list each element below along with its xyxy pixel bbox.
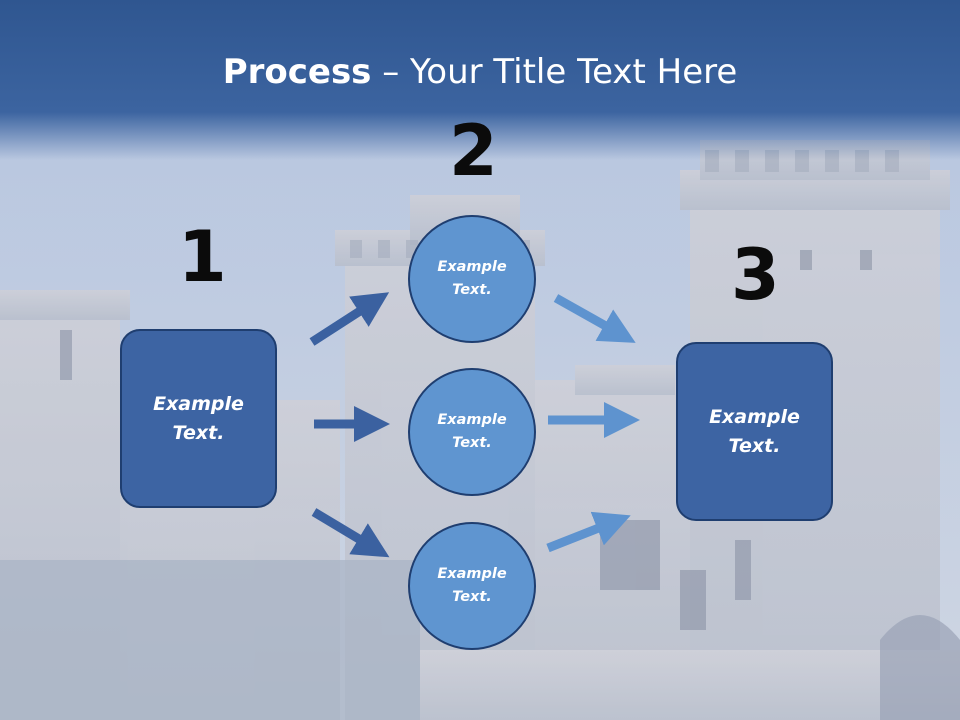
circle-step-bottom: Example Text.: [408, 522, 536, 650]
arrow-left-to-top: [309, 292, 390, 346]
circle-top-line-1: Example: [437, 259, 507, 275]
circle-bottom-line-2: Text.: [452, 589, 492, 605]
right-box-line-2: Text.: [728, 434, 781, 457]
arrow-bottom-to-right: [546, 511, 631, 553]
circle-step-top: Example Text.: [408, 215, 536, 343]
arrow-top-to-right: [553, 294, 636, 343]
slide-title: Process – Your Title Text Here: [0, 52, 960, 92]
step-number-1: 1: [178, 216, 227, 298]
right-step-box: Example Text.: [676, 342, 833, 521]
circle-step-middle: Example Text.: [408, 368, 536, 496]
left-box-line-2: Text.: [172, 421, 225, 444]
arrow-left-to-bottom: [311, 508, 390, 558]
left-step-box: Example Text.: [120, 329, 277, 508]
left-box-line-1: Example: [153, 392, 244, 415]
title-rest: – Your Title Text Here: [371, 52, 738, 92]
circle-middle-line-2: Text.: [452, 435, 492, 451]
circle-top-line-2: Text.: [452, 282, 492, 298]
circle-bottom-line-1: Example: [437, 566, 507, 582]
title-band: [0, 0, 960, 160]
circle-middle-line-1: Example: [437, 412, 507, 428]
step-number-3: 3: [731, 234, 780, 316]
step-number-2: 2: [449, 110, 498, 192]
right-box-line-1: Example: [709, 405, 800, 428]
title-bold: Process: [222, 52, 372, 92]
